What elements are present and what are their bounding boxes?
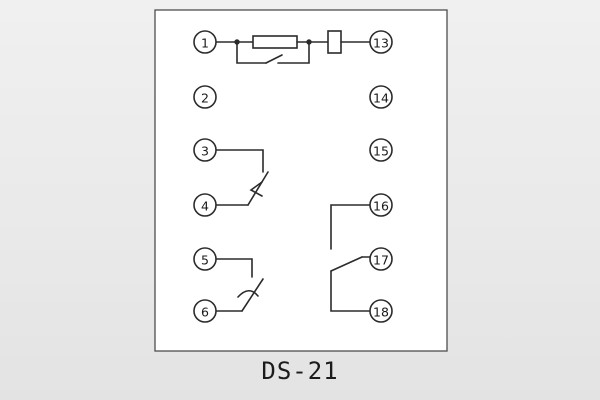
terminal-6-circle (193, 299, 217, 323)
terminal-15: 15 (369, 138, 393, 162)
terminal-17-label: 17 (373, 253, 389, 268)
terminal-4-circle (193, 193, 217, 217)
top-circuit (215, 30, 371, 64)
terminal-1-label: 1 (201, 36, 209, 51)
terminal-2-label: 2 (201, 91, 209, 106)
resistor-symbol (252, 35, 298, 49)
terminal-16-label: 16 (373, 199, 389, 214)
terminal-5-label: 5 (201, 253, 209, 268)
capacitor-symbol (327, 30, 342, 54)
terminal-14-circle (369, 85, 393, 109)
contact-arc-5-6 (237, 289, 259, 298)
terminal-5: 5 (193, 247, 217, 271)
terminal-3-label: 3 (201, 144, 209, 159)
terminal-17: 17 (369, 247, 393, 271)
terminal-16-circle (369, 193, 393, 217)
terminal-4: 4 (193, 193, 217, 217)
terminal-18-circle (369, 299, 393, 323)
terminal-3: 3 (193, 138, 217, 162)
terminal-6-label: 6 (201, 305, 209, 320)
terminal-18-label: 18 (373, 305, 389, 320)
bridge-branch-left (236, 41, 267, 64)
terminal-13: 13 (369, 30, 393, 54)
terminal-15-circle (369, 138, 393, 162)
model-label: DS-21 (261, 357, 339, 385)
terminals-right: 13 14 15 16 17 18 (369, 30, 393, 323)
contact-16-17-18 (330, 204, 371, 312)
contact-blade-17 (330, 256, 363, 272)
terminals-left: 1 2 3 4 5 6 (193, 30, 217, 323)
contact-3-4 (215, 149, 269, 206)
terminal-6: 6 (193, 299, 217, 323)
wire-18-stub (330, 270, 371, 312)
bridge-branch-right (277, 41, 310, 64)
contact-blade-5-6 (241, 278, 264, 312)
terminal-13-label: 13 (373, 36, 389, 51)
enclosure-outline (154, 9, 448, 352)
wire-3-stub (215, 149, 264, 173)
terminal-18: 18 (369, 299, 393, 323)
terminal-16: 16 (369, 193, 393, 217)
terminal-2: 2 (193, 85, 217, 109)
wire-5-stub (215, 258, 253, 278)
contact-5-6 (215, 258, 264, 312)
bridge-contact-blade (265, 54, 283, 64)
terminal-4-label: 4 (201, 199, 209, 214)
contact-blade-3-4 (247, 171, 269, 206)
terminal-13-circle (369, 30, 393, 54)
terminal-2-circle (193, 85, 217, 109)
terminal-1-circle (193, 30, 217, 54)
terminal-3-circle (193, 138, 217, 162)
terminal-14-label: 14 (373, 91, 389, 106)
terminal-1: 1 (193, 30, 217, 54)
terminal-17-circle (369, 247, 393, 271)
contact-arrow-3-4 (249, 181, 263, 197)
terminal-14: 14 (369, 85, 393, 109)
terminal-5-circle (193, 247, 217, 271)
terminal-15-label: 15 (373, 144, 389, 159)
wire-16-stub (330, 204, 371, 250)
